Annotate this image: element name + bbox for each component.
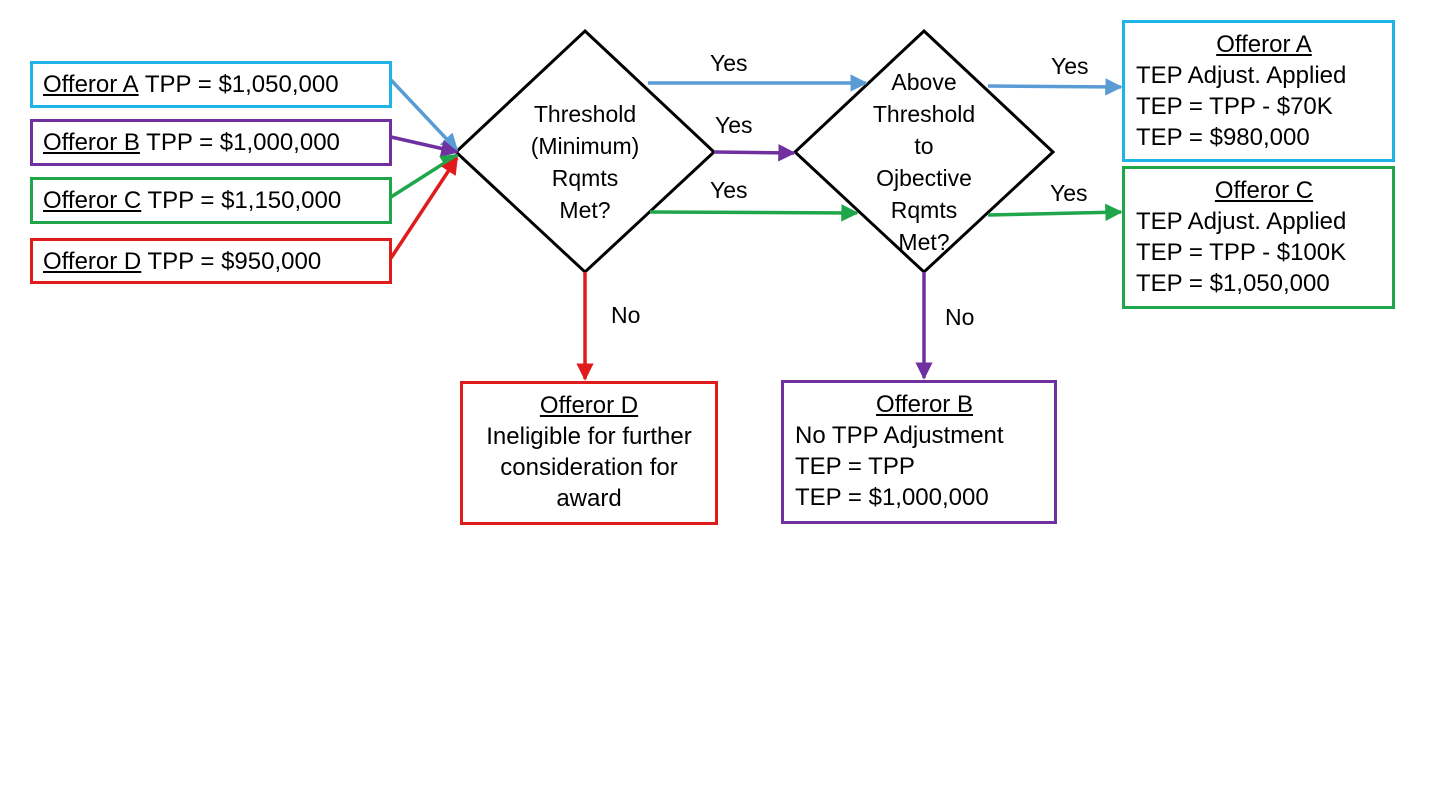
offeror-b-input-tpp: TPP = $1,000,000	[139, 129, 340, 156]
offeror-d-input-tpp: TPP = $950,000	[141, 247, 322, 275]
threshold-label-line: Met?	[559, 197, 611, 223]
arrow-offeror-b-to-threshold	[390, 135, 459, 158]
offeror-a-input-box: Offeror A TPP = $1,050,000	[30, 61, 392, 108]
arrow-offeror-a-to-threshold	[389, 78, 459, 152]
arrow-yes-c-threshold-to-objective	[649, 204, 859, 222]
offeror-a-outcome-box: Offeror A TEP Adjust. Applied TEP = TPP …	[1122, 20, 1395, 162]
yes-label-objective-c: Yes	[1050, 180, 1088, 206]
arrow-offeror-d-to-threshold	[389, 156, 459, 259]
threshold-decision-label: Threshold (Minimum) Rqmts Met?	[505, 98, 665, 226]
yes-label-objective-a: Yes	[1051, 53, 1089, 79]
offeror-b-outcome-line: TEP = TPP	[795, 453, 915, 480]
offeror-c-outcome-line: TEP = $1,050,000	[1136, 270, 1330, 297]
arrow-yes-objective-to-offeror-a	[987, 78, 1123, 96]
yes-label-a-threshold: Yes	[710, 50, 748, 76]
offeror-c-outcome-box: Offeror C TEP Adjust. Applied TEP = TPP …	[1122, 166, 1395, 309]
offeror-d-outcome-box: Offeror D Ineligible for further conside…	[460, 381, 718, 525]
offeror-d-outcome-line: consideration for	[500, 454, 678, 481]
objective-label-line: Threshold	[872, 101, 976, 127]
offeror-b-outcome-line: TEP = $1,000,000	[795, 484, 989, 511]
threshold-label-line: (Minimum)	[530, 133, 640, 159]
offeror-b-outcome-title: Offeror B	[876, 391, 973, 418]
threshold-label-line: Threshold	[533, 101, 637, 127]
offeror-c-input-name: Offeror C	[43, 187, 142, 214]
offeror-b-input-box: Offeror B TPP = $1,000,000	[30, 119, 392, 166]
objective-label-line: Met?	[898, 229, 950, 255]
objective-decision-label: Above Threshold to Ojbective Rqmts Met?	[849, 66, 999, 258]
threshold-label-line: Rqmts	[551, 165, 619, 191]
objective-label-line: Ojbective	[876, 165, 972, 191]
offeror-c-input-tpp: TPP = $1,150,000	[141, 187, 342, 214]
no-label-threshold: No	[611, 302, 641, 328]
offeror-d-outcome-line: Ineligible for further	[486, 423, 692, 450]
offeror-b-outcome-line: No TPP Adjustment	[795, 422, 1004, 449]
offeror-c-outcome-line: TEP = TPP - $100K	[1136, 239, 1347, 266]
offeror-a-outcome-line: TEP Adjust. Applied	[1136, 62, 1347, 89]
objective-label-line: to	[914, 133, 934, 159]
arrow-yes-b-threshold-to-objective	[713, 144, 796, 162]
yes-label-c-threshold: Yes	[710, 177, 748, 203]
offeror-a-outcome-title: Offeror A	[1216, 31, 1312, 58]
offeror-d-outcome-line: award	[556, 485, 622, 512]
offeror-b-outcome-box: Offeror B No TPP Adjustment TEP = TPP TE…	[781, 380, 1057, 524]
no-label-objective: No	[945, 304, 975, 330]
offeror-d-outcome-title: Offeror D	[539, 392, 639, 419]
arrow-yes-objective-to-offeror-c	[987, 203, 1123, 222]
offeror-c-outcome-title: Offeror C	[1214, 177, 1314, 204]
offeror-b-input-name: Offeror B	[43, 129, 140, 156]
offeror-a-input-tpp: TPP = $1,050,000	[138, 71, 339, 98]
offeror-a-outcome-line: TEP = TPP - $70K	[1136, 93, 1333, 120]
objective-label-line: Above	[891, 69, 957, 95]
offeror-d-input-box: Offeror D TPP = $950,000	[30, 238, 392, 284]
objective-label-line: Rqmts	[890, 197, 958, 223]
offeror-c-input-box: Offeror C TPP = $1,150,000	[30, 177, 392, 224]
offeror-a-input-name: Offeror A	[43, 71, 139, 98]
offeror-d-input-name: Offeror D	[43, 247, 142, 275]
offeror-c-outcome-line: TEP Adjust. Applied	[1136, 208, 1347, 235]
offeror-a-outcome-line: TEP = $980,000	[1136, 124, 1310, 151]
yes-label-b-threshold: Yes	[715, 112, 753, 138]
